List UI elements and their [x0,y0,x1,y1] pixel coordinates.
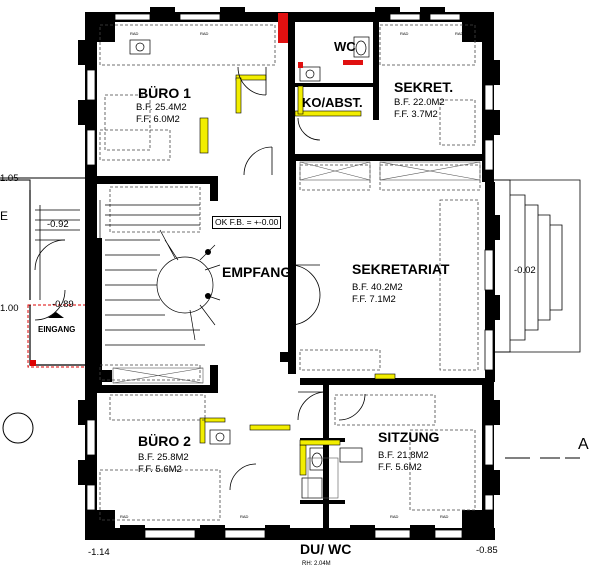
room-name-eingang: EINGANG [38,325,76,334]
svg-text:RAD: RAD [400,31,409,36]
fixtures [129,36,370,499]
room-area-sekretariat-bf: B.F. 40.2M2 [352,282,403,293]
level-114: -1.14 [88,547,110,558]
plan-drawing: RAD RAD RAD RAD RAD RAD RAD RAD [0,7,581,540]
room-area-buero1-ff: F.F. 6.0M2 [136,114,180,125]
tree-symbol [2,412,34,444]
svg-text:RAD: RAD [200,31,209,36]
room-height-duwc: RH: 2.04M [302,561,331,567]
room-name-sekret: SEKRET. [394,79,454,95]
level-100: 1.00 [0,303,19,314]
door-highlights [199,74,396,476]
terrace-steps [494,179,581,353]
interior-walls [90,13,485,528]
room-name-wc: WC [334,39,356,54]
room-area-sitzung-ff: F.F. 5.6M2 [378,462,422,473]
room-name-duwc: DU/ WC [300,541,352,557]
room-area-sekret-bf: B.F. 22.0M2 [394,97,445,108]
level-092: -0.92 [47,219,69,230]
staircase [99,200,221,346]
room-name-sekretariat: SEKRETARIAT [352,261,450,277]
windows [86,13,494,539]
edge-label-e: E [0,209,9,223]
svg-text:RAD: RAD [130,31,139,36]
svg-text:RAD: RAD [120,514,129,519]
room-area-sekret-ff: F.F. 3.7M2 [394,109,438,120]
door-swings [34,66,366,491]
svg-text:RAD: RAD [440,514,449,519]
room-area-sitzung-bf: B.F. 21.8M2 [378,450,429,461]
svg-text:RAD: RAD [240,514,249,519]
room-name-empfang: EMPFANG [222,264,292,280]
room-name-buero2: BÜRO 2 [138,433,191,449]
room-area-buero2-bf: B.F. 25.8M2 [138,452,189,463]
room-area-buero2-ff: F.F. 5.6M2 [138,464,182,475]
svg-text:RAD: RAD [455,31,464,36]
level-002: -0.02 [514,265,536,276]
entrance-arrow-icon [48,312,64,318]
level-ok-fb: OK F.B. = +-0.00 [212,216,282,229]
room-name-buero1: BÜRO 1 [138,85,191,101]
furniture-outlines [99,24,481,521]
svg-text:RAD: RAD [390,514,399,519]
room-name-sitzung: SITZUNG [378,429,440,445]
room-name-koabst: KO/ABST. [302,95,363,110]
hatch-panels [112,161,481,499]
level-085: -0.85 [476,545,498,556]
entrance-steps [35,205,80,300]
rad-marks: RAD RAD RAD RAD RAD RAD RAD RAD [120,31,464,519]
level-089: -0.89 [52,299,74,310]
section-label-a: A [578,436,589,453]
room-area-buero1-bf: B.F. 25.4M2 [136,102,187,113]
level-105: 1.05 [0,173,19,184]
room-area-sekretariat-ff: F.F. 7.1M2 [352,294,396,305]
